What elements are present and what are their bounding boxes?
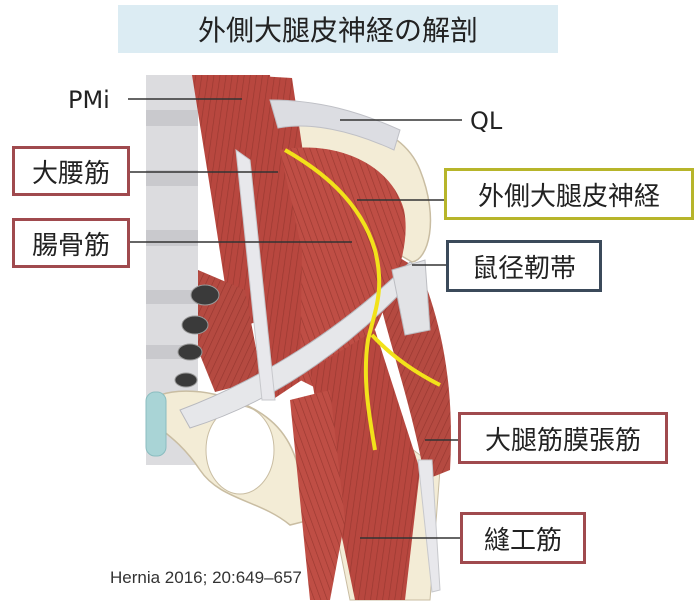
sacral-foramina (174, 284, 220, 388)
label-sartorius: 縫工筋 (460, 512, 586, 564)
citation: Hernia 2016; 20:649–657 (110, 568, 302, 587)
label-tfl: 大腿筋膜張筋 (458, 412, 668, 464)
tfl-muscle (382, 258, 451, 480)
adductor-muscles (290, 390, 345, 600)
label-ql: QL (470, 107, 503, 135)
label-psoas-major: 大腰筋 (12, 146, 130, 196)
label-inguinal-ligament: 鼠径靭帯 (446, 240, 602, 292)
pubic-symphysis (145, 391, 167, 457)
label-lfcn: 外側大腿皮神経 (444, 168, 694, 220)
leader-lines (128, 98, 462, 539)
asis-tendon-fan (391, 259, 431, 336)
sartorius-tendon (417, 459, 441, 593)
iliacus-muscle (280, 147, 406, 390)
psoas-tendon (235, 148, 276, 401)
label-iliacus: 腸骨筋 (12, 218, 130, 268)
nerve-lateral-branch (370, 333, 441, 387)
quadratus-lumborum (269, 99, 401, 151)
page-title: 外側大腿皮神経の解剖 (118, 5, 558, 53)
lateral-femoral-cutaneous-nerve (284, 148, 382, 451)
sartorius-muscle (310, 330, 420, 600)
label-pmi: PMi (68, 86, 110, 114)
